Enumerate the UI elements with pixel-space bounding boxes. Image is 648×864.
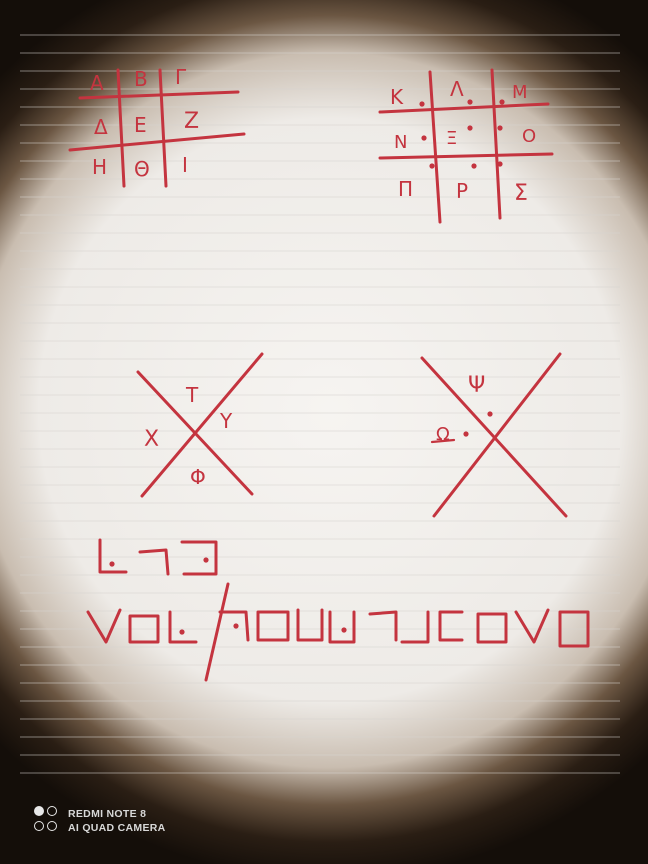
grid-right-cell-5: Ξ (446, 128, 457, 149)
x-left-right: Υ (219, 409, 233, 433)
x-left-bottom: Φ (190, 465, 206, 489)
left-x: Τ Χ Υ Φ (136, 352, 264, 498)
grid-left-cell-8: Θ (134, 157, 150, 181)
grid-right-cell-4: Ν (394, 132, 407, 153)
grid-right-cell-8: Ρ (456, 179, 468, 203)
grid-left-cell-9: Ι (182, 153, 188, 177)
grid-right-cell-1: Κ (390, 85, 404, 109)
camera-watermark: REDMI NOTE 8 AI QUAD CAMERA (34, 806, 166, 836)
grid-right-cell-2: Λ (450, 77, 464, 101)
coded-word-1 (98, 538, 218, 576)
grid-left-cell-4: Δ (94, 115, 108, 139)
x-right-top: Ψ (468, 373, 485, 398)
watermark-camera: AI QUAD CAMERA (68, 822, 166, 834)
right-x: Ψ Ω (420, 352, 568, 518)
left-grid: Α Β Γ Δ Ε Ζ Η Θ Ι (68, 65, 246, 188)
coded-word-2 (86, 582, 590, 682)
grid-right-cell-7: Π (398, 177, 413, 201)
grid-left-cell-3: Γ (175, 65, 187, 89)
watermark-model: REDMI NOTE 8 (68, 808, 147, 820)
right-grid: Κ Λ Μ Ν Ξ Ο Π Ρ Σ (378, 68, 554, 224)
camera-logo-icon (34, 806, 60, 836)
x-left-top: Τ (185, 383, 199, 407)
grid-right-cell-3: Μ (512, 82, 528, 103)
grid-left-cell-7: Η (92, 155, 107, 179)
grid-left-cell-1: Α (90, 71, 104, 95)
grid-left-cell-6: Ζ (184, 109, 199, 134)
grid-left-cell-2: Β (134, 67, 148, 91)
grid-left-cell-5: Ε (134, 113, 147, 137)
grid-right-cell-6: Ο (522, 126, 536, 147)
grid-right-cell-9: Σ (514, 181, 528, 206)
x-left-left: Χ (144, 427, 159, 452)
